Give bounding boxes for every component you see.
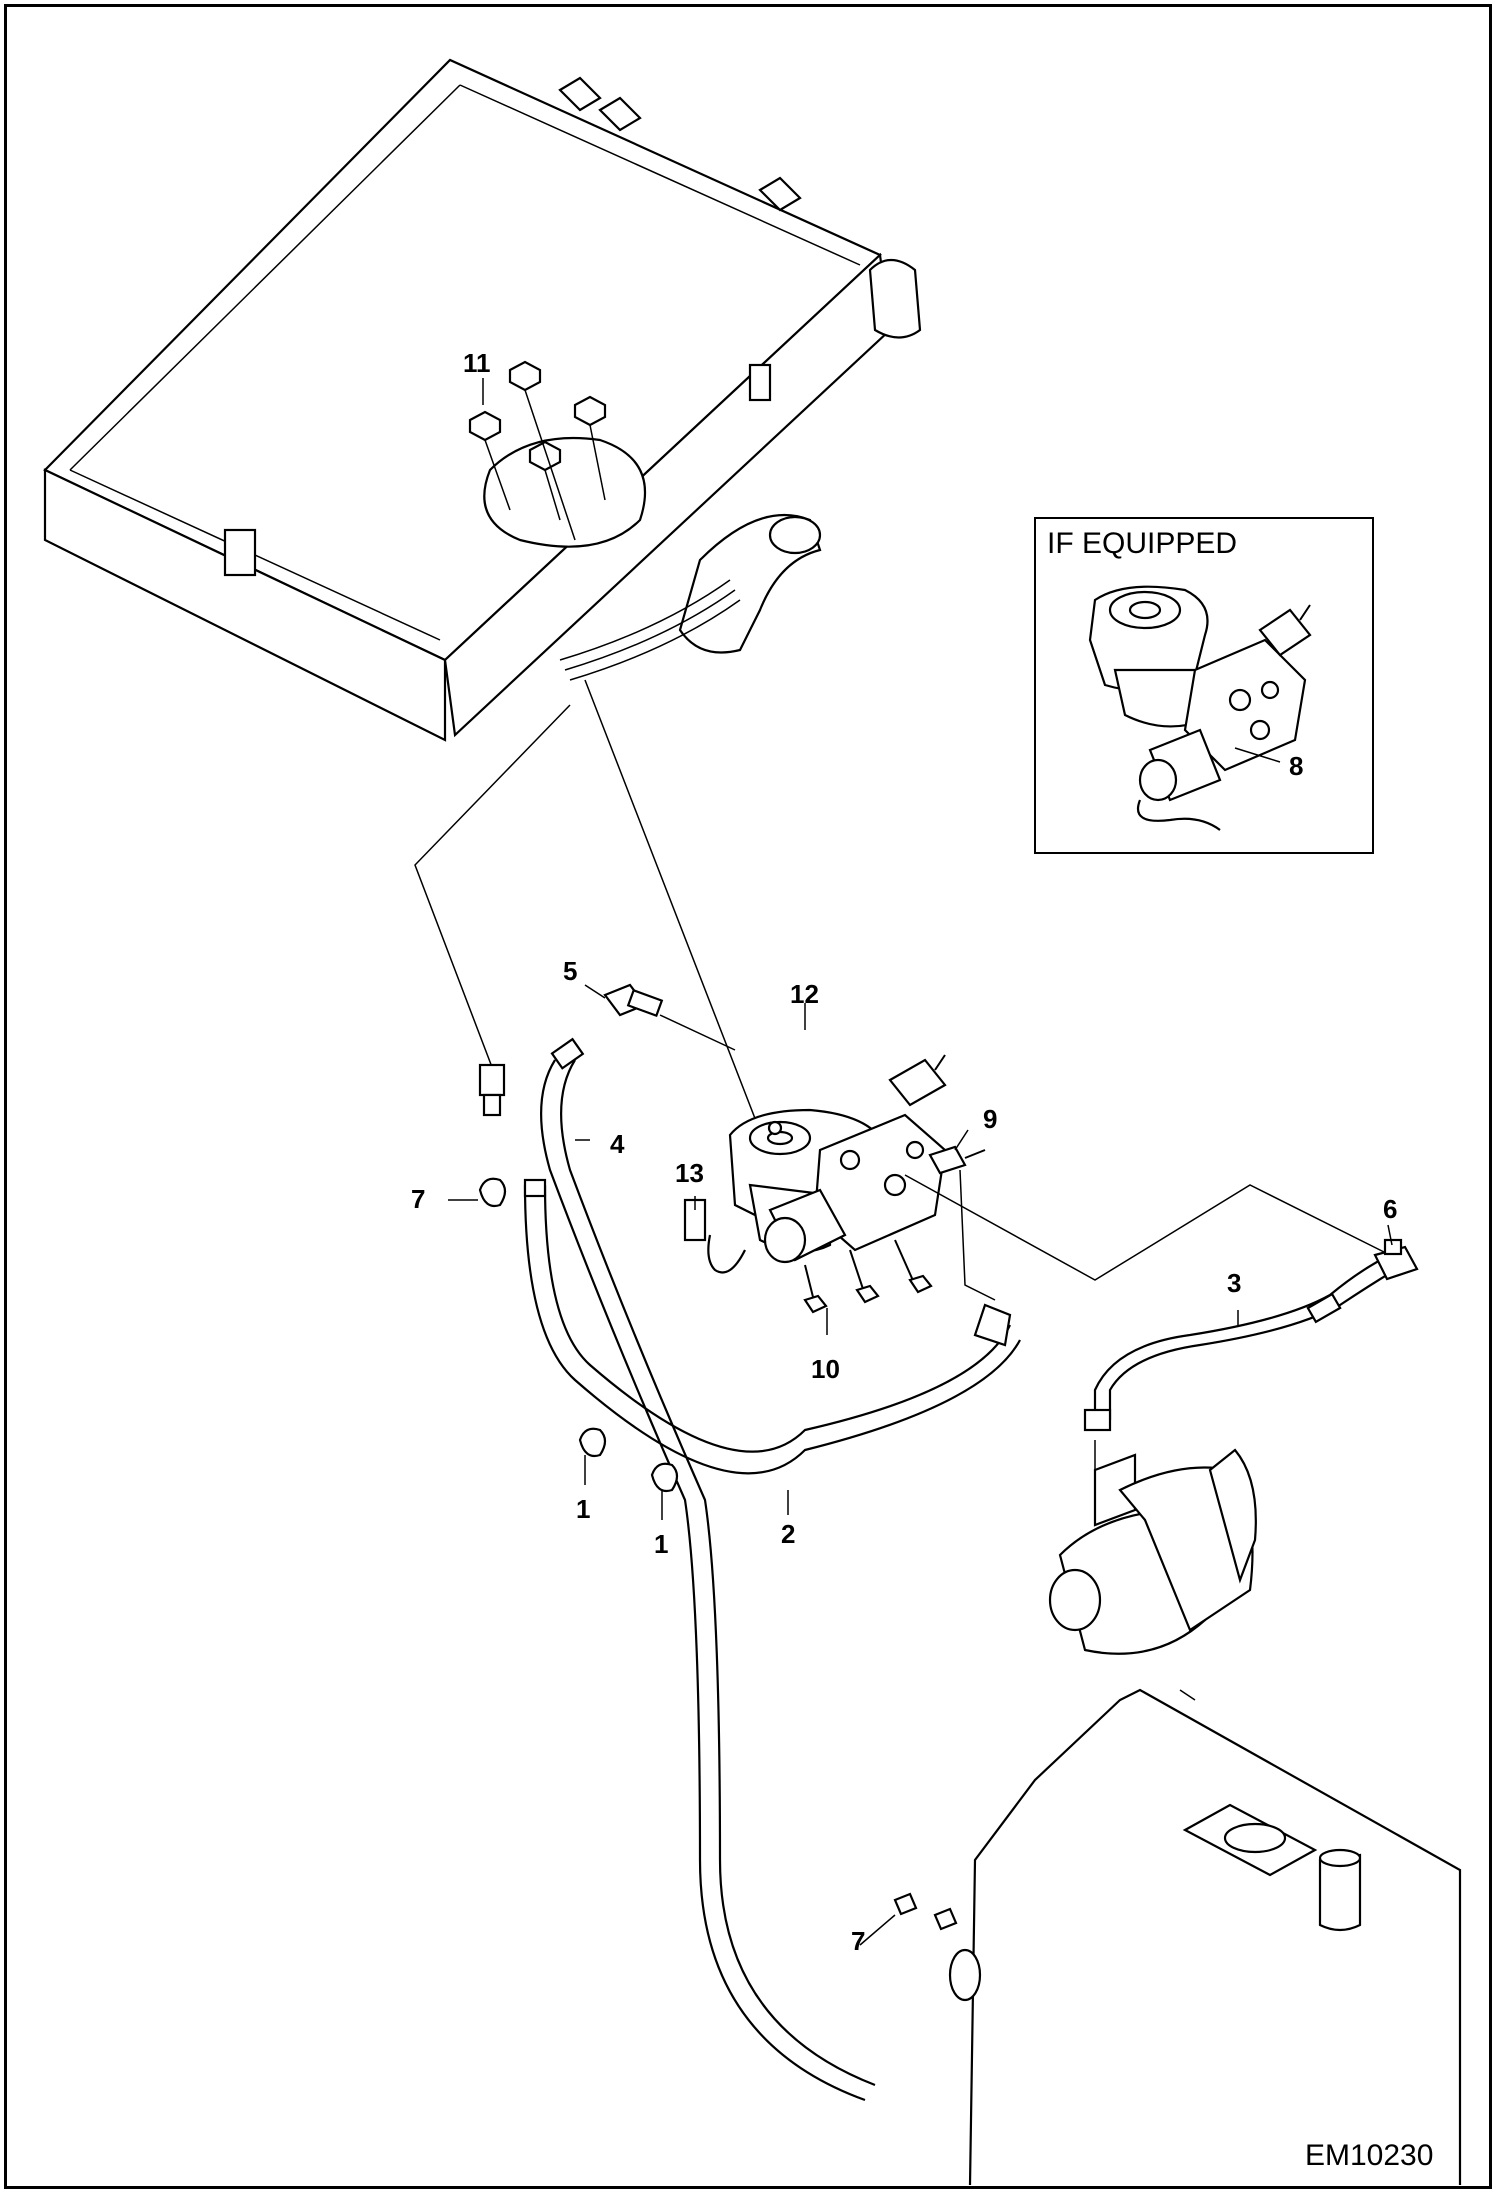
hose-2: [478, 1063, 1021, 1475]
callout-11: 11: [463, 348, 491, 378]
leader-valve-6: [904, 1174, 1391, 1281]
callout-1-right: 1: [654, 1529, 668, 1559]
callout-10: 10: [811, 1354, 840, 1384]
hose-4: [540, 1037, 876, 2102]
callout-3: 3: [1227, 1268, 1241, 1298]
callout-4: 4: [610, 1129, 625, 1159]
hydraulic-reservoir: [948, 1688, 1462, 2186]
callout-6: 6: [1383, 1194, 1397, 1224]
motor-valve-assembly: [683, 1054, 947, 1314]
callout-9: 9: [983, 1104, 997, 1134]
callout-7-bottom: 7: [851, 1926, 865, 1956]
fitting-9: [928, 1145, 986, 1175]
clamp-7-bottom: [859, 1892, 958, 1946]
clamps-1: [578, 1427, 679, 1520]
callout-1-left: 1: [576, 1494, 590, 1524]
leader-cooler-hose: [414, 704, 571, 1076]
figure-id: EM10230: [1305, 2139, 1433, 2172]
callout-13: 13: [675, 1158, 704, 1188]
fitting-6: [1373, 1238, 1419, 1281]
clamp-7-left: [448, 1177, 507, 1208]
callout-7-left: 7: [411, 1184, 425, 1214]
inset-title: IF EQUIPPED: [1047, 527, 1237, 560]
inset-if-equipped: [1034, 517, 1374, 854]
hose-3: [1083, 1254, 1396, 1432]
callout-5: 5: [563, 956, 577, 986]
hydraulic-pump: [1048, 1440, 1257, 1655]
callout-8: 8: [1289, 751, 1303, 781]
callout-leaders: [482, 378, 1393, 1515]
fitting-5: [603, 983, 736, 1051]
callout-2: 2: [781, 1519, 795, 1549]
cooler-assembly: [43, 58, 922, 742]
leader-9-hose: [959, 1169, 996, 1301]
callout-12: 12: [790, 979, 819, 1009]
leader-cooler-motor: [584, 679, 776, 1171]
